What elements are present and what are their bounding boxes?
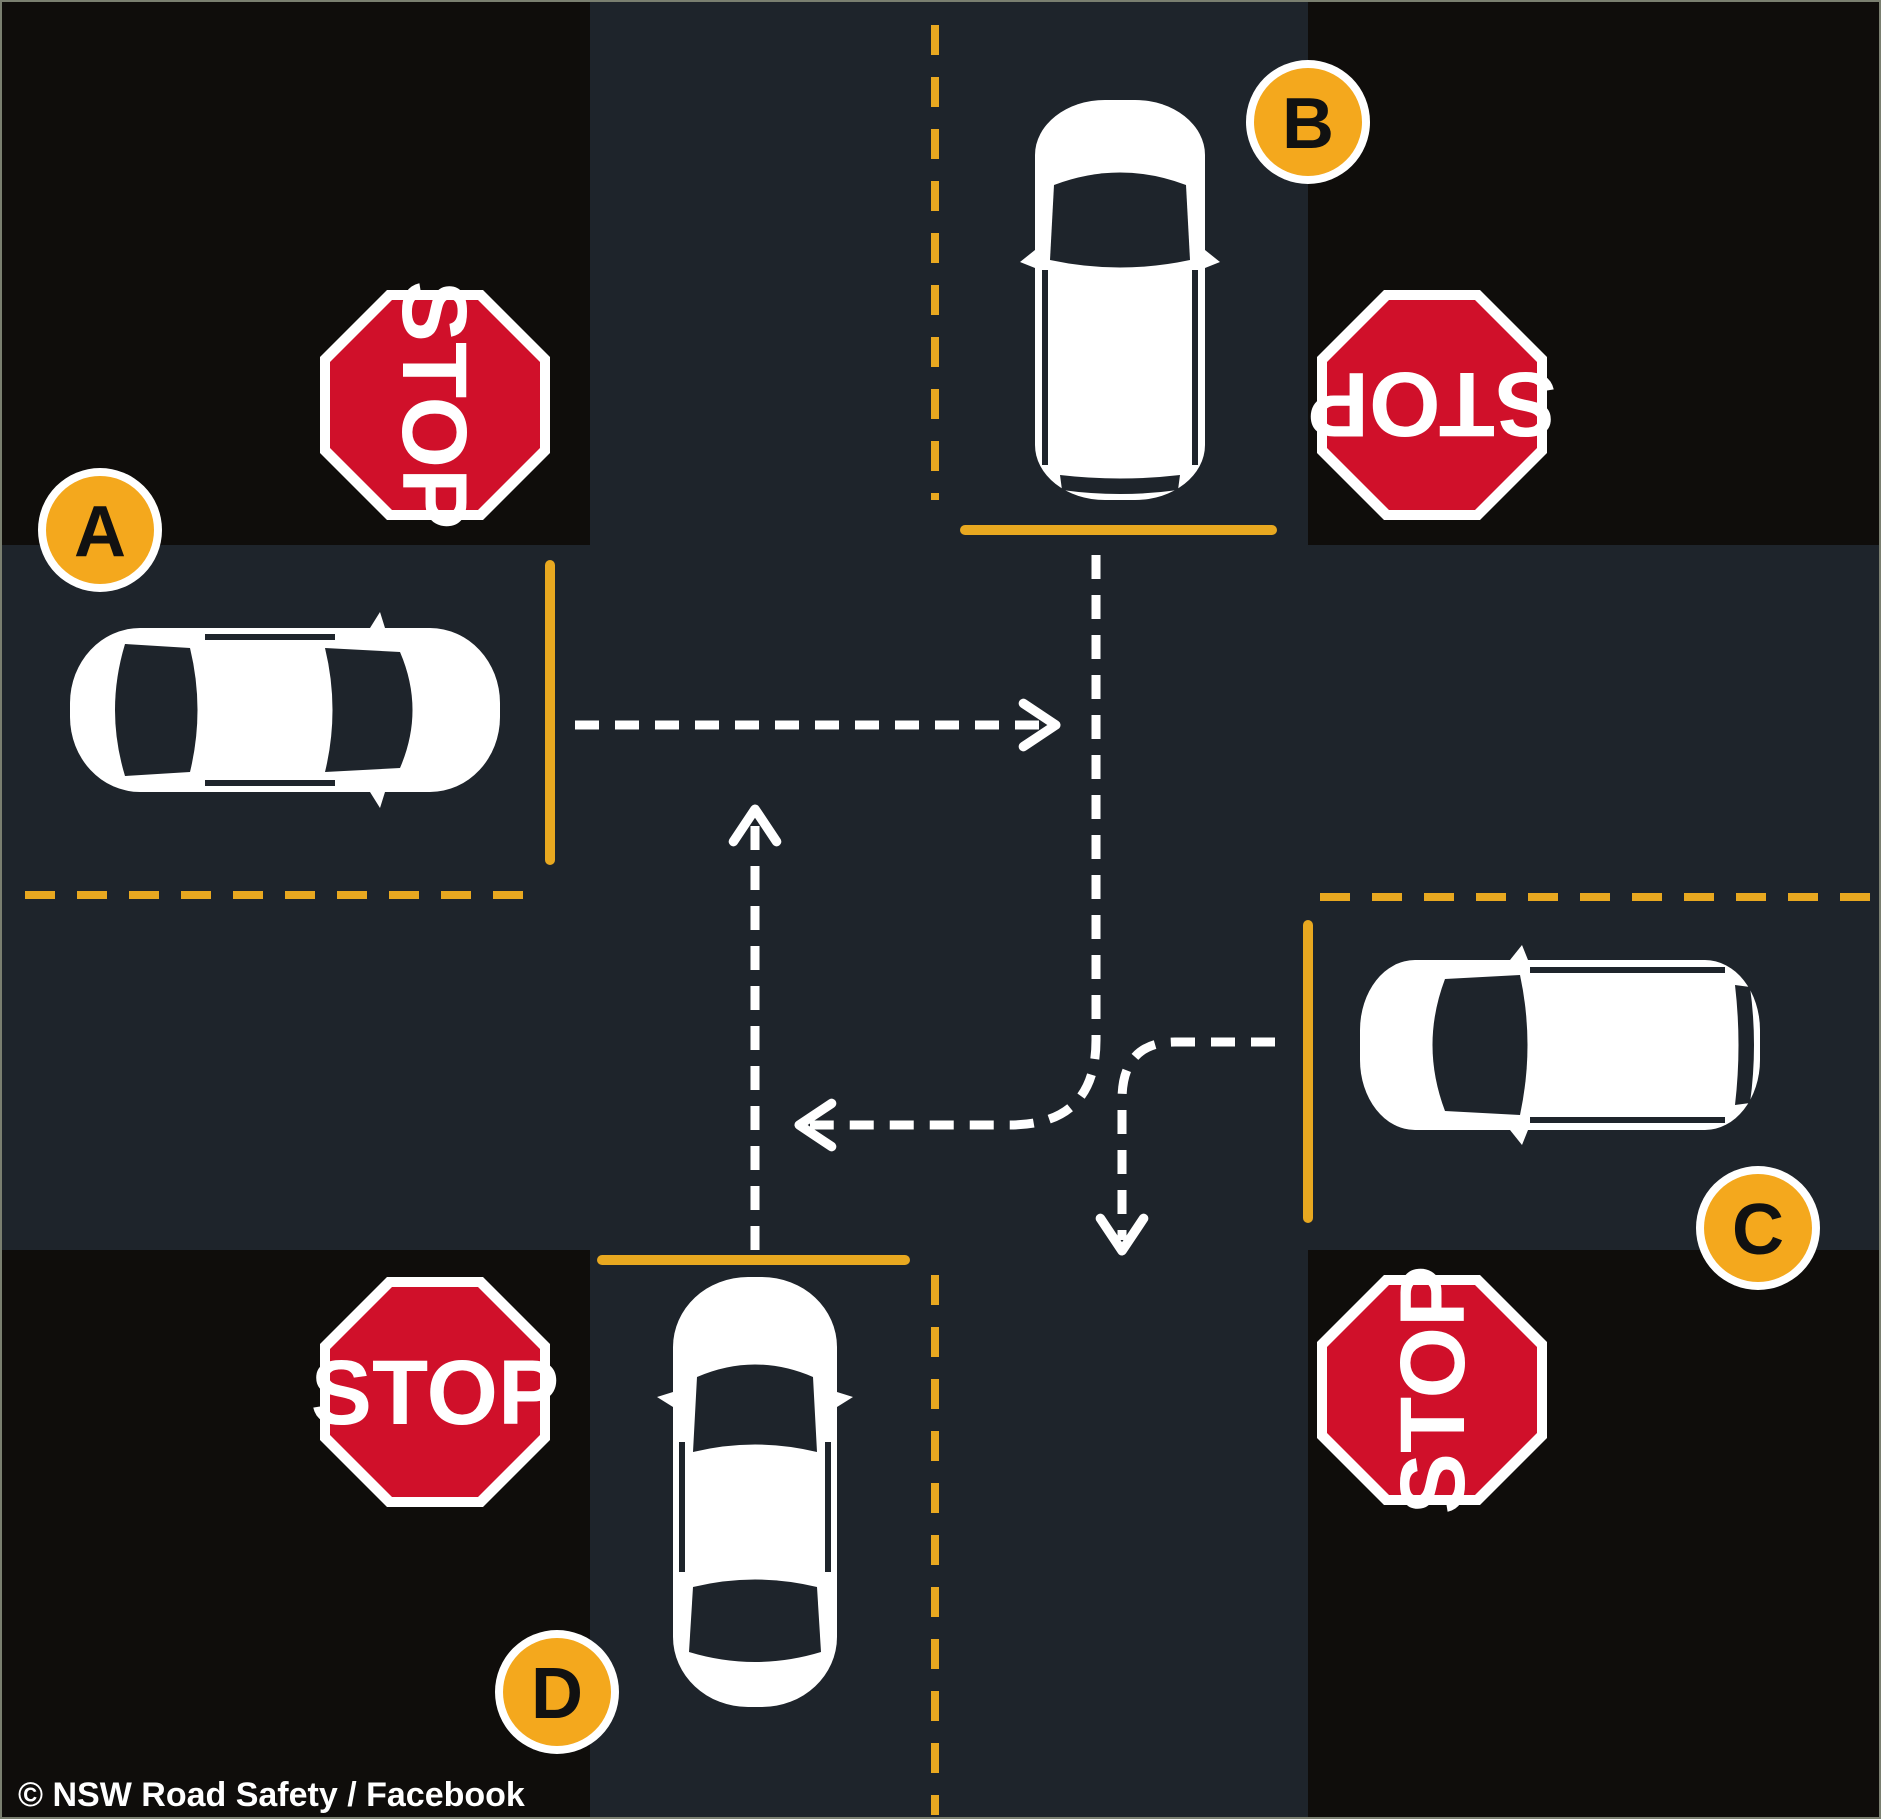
- badge-a: A: [38, 468, 162, 592]
- badge-c-label: C: [1732, 1190, 1784, 1270]
- stop-sign-label: STOP: [311, 1342, 560, 1444]
- badge-d: D: [495, 1630, 619, 1754]
- car-b: [1020, 100, 1220, 500]
- badge-d-label: D: [531, 1654, 583, 1734]
- badge-b: B: [1246, 60, 1370, 184]
- car-a: [70, 612, 500, 808]
- badge-b-label: B: [1282, 84, 1334, 164]
- car-c: [1360, 945, 1760, 1145]
- stop-sign-label: STOP: [383, 281, 485, 530]
- image-credit: © NSW Road Safety / Facebook: [18, 1776, 525, 1814]
- stop-sign-top-right: STOP: [1308, 290, 1557, 520]
- stop-sign-label: STOP: [1308, 353, 1557, 455]
- stop-sign-top-left: STOP: [320, 281, 550, 530]
- car-d: [657, 1277, 853, 1707]
- stop-sign-bottom-right: STOP: [1317, 1266, 1547, 1515]
- badge-c: C: [1696, 1166, 1820, 1290]
- stop-sign-label: STOP: [1382, 1266, 1484, 1515]
- stop-sign-bottom-left: STOP: [311, 1277, 560, 1507]
- path-arrow-b-right-turn: [794, 555, 1101, 1152]
- path-arrow-c-left-turn: [1095, 1037, 1275, 1256]
- badge-a-label: A: [74, 492, 126, 572]
